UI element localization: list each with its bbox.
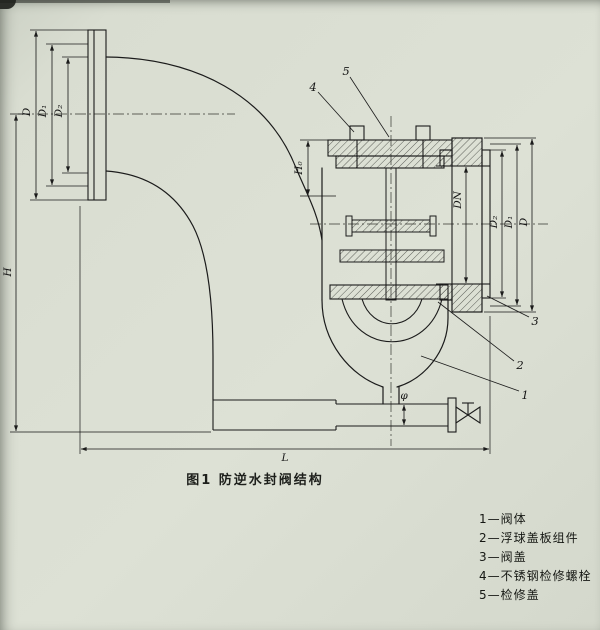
outlet-flange <box>436 137 491 313</box>
figure-caption: 图1 防逆水封阀结构 <box>186 473 324 488</box>
float-cover-plate <box>329 284 449 343</box>
dim-overall-length: L <box>281 452 289 464</box>
drain-diameter-dimension: φ <box>400 390 408 426</box>
dim-outlet-bolt-circle: D₁ <box>503 216 515 230</box>
length-dimension: L <box>79 206 491 464</box>
cover-height-dimension: H₀ <box>293 139 336 197</box>
callout-3: 3 <box>531 314 538 328</box>
scan-edge-artifact <box>0 0 16 9</box>
dim-outlet-face-diameter: D₂ <box>488 216 500 230</box>
callout-5: 5 <box>342 64 349 78</box>
legend-item-3: 3—阀盖 <box>479 550 527 564</box>
parts-legend: 1—阀体 2—浮球盖板组件 3—阀盖 4—不锈钢检修螺栓 5—检修盖 <box>479 510 592 605</box>
dim-outlet-outer-diameter: D <box>518 217 530 227</box>
part-callouts: 4 5 3 2 1 <box>308 64 538 402</box>
water-seal-base <box>212 397 481 433</box>
float-mechanism <box>339 167 445 301</box>
inlet-flange-dimensions: D D₁ D₂ <box>21 30 71 200</box>
dim-inlet-outer-diameter: D <box>21 107 33 117</box>
maintenance-bolt-left <box>349 125 365 141</box>
legend-item-1: 1—阀体 <box>479 512 527 526</box>
inlet-flange <box>87 29 107 201</box>
dim-cover-height: H₀ <box>293 161 305 176</box>
outlet-flange-dimensions: DN D₂ D₁ D <box>452 137 536 313</box>
scan-edge-artifact-top <box>0 0 170 3</box>
callout-2: 2 <box>515 358 523 372</box>
legend-item-5: 5—检修盖 <box>479 588 540 602</box>
legend-item-4: 4—不锈钢检修螺栓 <box>479 569 592 583</box>
maintenance-cover <box>327 125 453 169</box>
dim-overall-height: H <box>2 267 14 278</box>
dim-drain-diameter: φ <box>400 390 408 402</box>
callout-4: 4 <box>308 80 316 94</box>
dim-inlet-face-diameter: D₂ <box>53 105 65 119</box>
maintenance-bolt-right <box>415 125 431 141</box>
dim-outlet-bore: DN <box>452 190 464 209</box>
legend-item-2: 2—浮球盖板组件 <box>479 531 579 545</box>
inlet-flange-extension-lines <box>30 29 88 201</box>
height-dimension: H <box>2 113 211 433</box>
callout-1: 1 <box>521 388 528 402</box>
valve-body-outline <box>105 56 449 405</box>
dim-inlet-bolt-circle: D₁ <box>37 105 49 119</box>
